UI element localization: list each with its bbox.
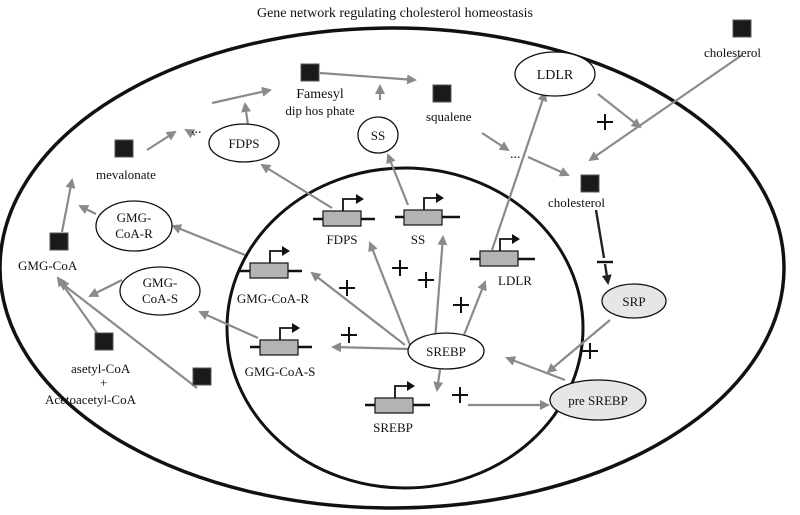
gene-gmgcoar (240, 246, 302, 279)
gene-gmgcoas (250, 323, 312, 356)
arrow-enzyme-to-gmgcoa (58, 280, 198, 389)
arrow-external-cholesterol-in (588, 54, 743, 162)
oval-gmgcoas-label-2: CoA-S (142, 291, 178, 306)
arrow-inhibition-to-srp (601, 263, 612, 285)
arrow-ldlr-gene-to-protein (490, 91, 548, 251)
oval-fdps (208, 123, 280, 163)
metabolite-marker-squalene (432, 84, 452, 103)
oval-ldlr (514, 51, 596, 97)
arrow-squalene-to-dots (481, 132, 510, 152)
label-acetoacetyl-coa: Acetoacetyl-CoA (45, 392, 137, 407)
arrows (56, 54, 743, 410)
arrow-dots-to-cholesterol (527, 155, 570, 177)
arrow-gmgcoar-gene-to-enzyme (171, 224, 246, 257)
gene-srebp-label: SREBP (373, 420, 413, 435)
gene-ss-label: SS (411, 232, 425, 247)
oval-ldlr-label: LDLR (537, 68, 574, 83)
arrow-srebp-to-fdps (368, 241, 412, 346)
arrow-srebp-to-srebp-gene (433, 369, 444, 392)
plus-sign-srebp-gene (452, 387, 468, 403)
arrow-ldlr-to-cholesterol (597, 93, 642, 129)
oval-srp-label: SRP (622, 294, 645, 309)
oval-gmgcoas (119, 266, 201, 316)
oval-gmgcoar-label-2: CoA-R (115, 226, 153, 241)
arrow-fdps-gene-to-enzyme (260, 163, 333, 209)
arrow-srebp-to-gmgcoas (331, 342, 411, 353)
oval-gmgcoar (95, 200, 173, 252)
arrow-gmgcoas-to-step (88, 279, 123, 297)
arrow-srebp-to-gmgcoar (310, 271, 406, 346)
gene-ldlr-label: LDLR (498, 273, 532, 288)
oval-pre-srebp-label: pre SREBP (568, 393, 628, 408)
plus-sign-ldlr (453, 297, 469, 313)
activation-signs (339, 114, 613, 403)
label-external-cholesterol: cholesterol (704, 45, 761, 60)
arrow-gmgcoar-to-step (78, 205, 97, 215)
label-mevalonate: mevalonate (96, 167, 156, 182)
gene-gmgcoar-label: GMG-CoA-R (237, 291, 310, 306)
metabolite-marker-gmgcoa (49, 232, 69, 251)
plus-sign-ss (418, 272, 434, 288)
plus-sign-fdps (392, 260, 408, 276)
gene-fdps-label: FDPS (326, 232, 357, 247)
oval-pre-srebp (549, 379, 647, 421)
arrow-srebp-to-ldlr (460, 280, 487, 341)
gene-ss (395, 193, 460, 226)
arrow-gmgcoa-to-mevalonate (60, 178, 76, 233)
cell-membrane (0, 26, 786, 510)
oval-gmgcoar-label-1: GMG- (117, 210, 152, 225)
label-squalene: squalene (426, 109, 472, 124)
arrow-ss-gene-to-enzyme (386, 153, 410, 206)
arrow-cholesterol-to-srp (594, 209, 606, 259)
nucleus-membrane (225, 166, 585, 490)
plus-sign-ldlr-cholesterol (597, 114, 613, 130)
arrow-srp-to-pre (546, 319, 611, 374)
oval-ss-label: SS (371, 128, 385, 143)
metabolite-marker-external-cholesterol (732, 19, 752, 38)
arrow-famesyl-to-squalene (319, 71, 417, 85)
arrow-gmgcoas-gene-to-enzyme (198, 310, 259, 340)
oval-fdps-label: FDPS (228, 136, 259, 151)
arrow-fdps-up (241, 102, 252, 126)
diagram-title: Gene network regulating cholesterol home… (257, 6, 533, 21)
plus-sign-gmgcoar (339, 280, 355, 296)
label-cholesterol: cholesterol (548, 195, 605, 210)
label-plus-between: + (100, 375, 107, 390)
arrow-dots-to-famesyl (211, 86, 272, 105)
metabolite-marker-mevalonate (114, 139, 134, 158)
gene-ldlr (470, 234, 535, 267)
gene-srebp (365, 381, 430, 414)
oval-ss (357, 116, 399, 154)
oval-srebp-label: SREBP (426, 344, 466, 359)
ellipsis-top: ... (191, 122, 202, 137)
arrow-srebp-to-ss (433, 235, 448, 341)
arrow-pre-to-srebp (505, 356, 566, 382)
arrow-mevalonate-to-dots (184, 129, 196, 139)
label-famesyl: Famesyl (296, 87, 344, 102)
oval-gmgcoas-label-1: GMG- (143, 275, 178, 290)
metabolite-marker-famesyl (300, 63, 320, 82)
arrow-mevalonate-up (146, 130, 177, 151)
oval-srp (601, 283, 667, 319)
oval-srebp (407, 332, 485, 370)
label-gmgcoa: GMG-CoA (18, 258, 78, 273)
label-diphosphate: dip hos phate (285, 103, 355, 118)
gene-fdps (313, 194, 375, 227)
gene-gmgcoas-label: GMG-CoA-S (245, 364, 316, 379)
plus-sign-gmgcoas (341, 327, 357, 343)
label-acetyl-coa: asetyl-CoA (71, 361, 131, 376)
metabolite-marker-acetyl-coa (94, 332, 114, 351)
ellipsis-right: ... (510, 147, 521, 162)
plus-sign-srp (582, 343, 598, 359)
metabolite-marker-acetoacetyl-coa (192, 367, 212, 386)
metabolite-marker-cholesterol (580, 174, 600, 193)
